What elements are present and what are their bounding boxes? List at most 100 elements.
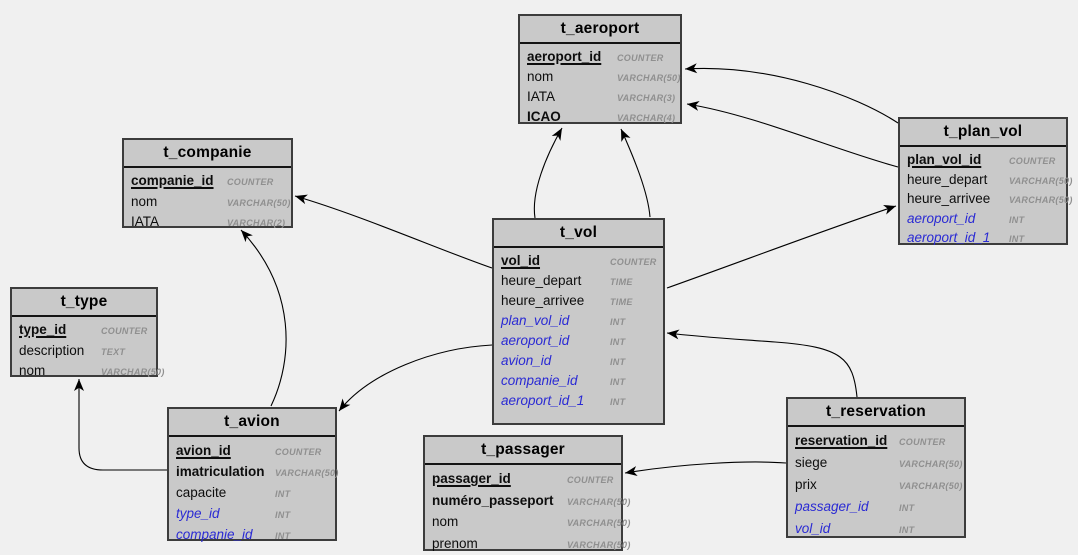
field-row[interactable]: type_id COUNTER xyxy=(12,320,156,341)
relation-arrow-t_avion-type_id-to-t_type[interactable] xyxy=(74,379,167,471)
field-type: TIME xyxy=(610,277,633,287)
relation-arrow-t_vol-companie_id-to-t_companie[interactable] xyxy=(294,194,493,269)
field-name: prenom xyxy=(432,535,478,551)
field-name: vol_id xyxy=(501,253,541,268)
field-type: COUNTER xyxy=(567,475,614,485)
field-name: avion_id xyxy=(176,443,231,458)
table-title[interactable]: t_companie xyxy=(124,140,291,168)
relation-arrow-t_vol-aeroport_id-to-t_aeroport[interactable] xyxy=(533,127,563,219)
table-title[interactable]: t_type xyxy=(12,289,156,317)
field-type: INT xyxy=(275,510,291,520)
table-title[interactable]: t_vol xyxy=(494,220,663,248)
field-row[interactable]: passager_id INT xyxy=(788,496,964,518)
field-type: INT xyxy=(1009,234,1025,244)
field-type: COUNTER xyxy=(275,447,322,457)
relation-arrow-t_vol-plan_vol_id-to-t_plan_vol[interactable] xyxy=(666,205,897,289)
field-type: COUNTER xyxy=(1009,156,1056,166)
field-type: VARCHAR(50) xyxy=(617,73,681,83)
field-row[interactable]: avion_id COUNTER xyxy=(169,440,335,461)
field-name: aeroport_id xyxy=(527,49,602,64)
field-type: INT xyxy=(899,525,915,535)
field-name: IATA xyxy=(527,89,556,104)
field-name: reservation_id xyxy=(795,433,888,448)
field-name: nom xyxy=(19,363,46,378)
relation-arrow-t_plan_vol-aeroport_id-to-t_aeroport[interactable] xyxy=(684,63,899,124)
field-name: plan_vol_id xyxy=(501,313,570,328)
field-name: type_id xyxy=(176,506,220,521)
field-type: VARCHAR(50) xyxy=(275,468,339,478)
field-name: avion_id xyxy=(501,353,552,368)
field-row[interactable]: type_id INT xyxy=(169,503,335,524)
table-title[interactable]: t_aeroport xyxy=(520,16,680,44)
relation-arrow-t_plan_vol-aeroport_id_1-to-t_aeroport[interactable] xyxy=(686,100,899,168)
relation-arrow-t_avion-companie_id-to-t_companie[interactable] xyxy=(240,229,287,407)
field-row[interactable]: capacite INT xyxy=(169,482,335,503)
field-name: capacite xyxy=(176,485,227,500)
table-title[interactable]: t_passager xyxy=(425,437,621,465)
field-type: INT xyxy=(899,503,915,513)
field-name: companie_id xyxy=(176,527,253,542)
field-name: nom xyxy=(131,193,158,209)
field-type: INT xyxy=(275,489,291,499)
field-name: passager_id xyxy=(795,499,869,514)
relation-arrow-t_reservation-vol_id-to-t_vol[interactable] xyxy=(666,329,858,398)
field-type: COUNTER xyxy=(101,326,148,336)
field-name: vol_id xyxy=(795,521,831,536)
relation-arrow-t_vol-aeroport_id_1-to-t_aeroport[interactable] xyxy=(620,128,651,218)
field-name: type_id xyxy=(19,322,67,337)
field-row[interactable]: vol_id INT xyxy=(788,518,964,540)
table-title[interactable]: t_reservation xyxy=(788,399,964,427)
table-title[interactable]: t_plan_vol xyxy=(900,119,1066,147)
table-title[interactable]: t_avion xyxy=(169,409,335,437)
field-name: nom xyxy=(432,514,459,529)
field-type: INT xyxy=(610,397,626,407)
relation-arrow-t_vol-avion_id-to-t_avion[interactable] xyxy=(338,344,493,412)
relation-arrow-t_reservation-passager_id-to-t_passager[interactable] xyxy=(624,461,787,476)
field-name: aeroport_id xyxy=(907,210,976,226)
